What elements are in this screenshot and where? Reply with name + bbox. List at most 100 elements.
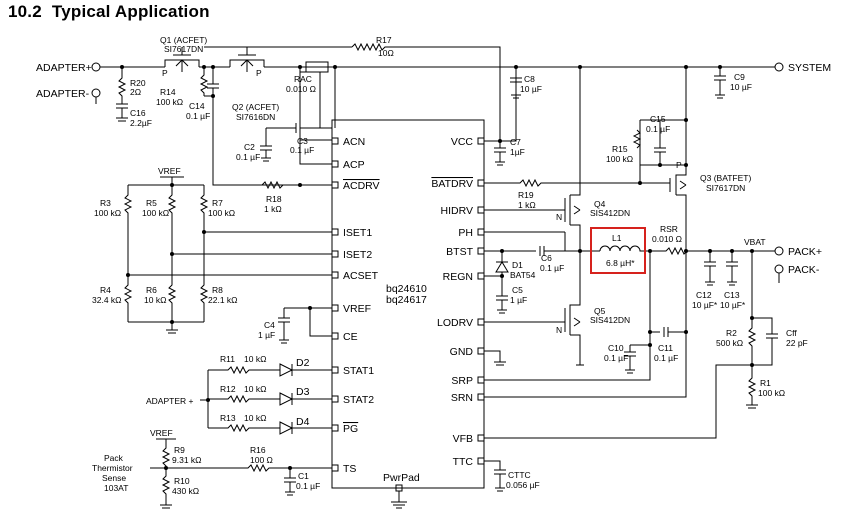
pin-label-ttc: TTC	[453, 456, 474, 468]
pin-label-lodrv: LODRV	[437, 317, 473, 329]
c16-ref: C16	[130, 108, 146, 118]
cttc-ref: CTTC	[508, 470, 531, 480]
r5-value: 100 kΩ	[142, 208, 169, 218]
l1-highlight-box	[590, 227, 646, 274]
c10-value: 0.1 µF	[604, 353, 628, 363]
r8-value: 22.1 kΩ	[208, 295, 238, 305]
pin-square	[477, 179, 485, 187]
cff-value: 22 pF	[786, 338, 808, 348]
pin-label-srn: SRN	[451, 392, 473, 404]
c15-value: 0.1 µF	[646, 124, 670, 134]
pin-label-hidrv: HIDRV	[441, 205, 473, 217]
r2-value: 500 kΩ	[716, 338, 743, 348]
r16-value: 100 Ω	[250, 455, 273, 465]
c1-value: 0.1 µF	[296, 481, 320, 491]
c3-ref: C3	[297, 136, 308, 146]
pin-label-vfb: VFB	[453, 433, 473, 445]
r6-ref: R6	[146, 285, 157, 295]
d4-ref: D4	[296, 416, 310, 428]
pack-neg-terminal[interactable]	[774, 264, 784, 274]
pack-pos-terminal[interactable]	[774, 246, 784, 256]
r6-value: 10 kΩ	[144, 295, 166, 305]
pin-label-stat2: STAT2	[343, 394, 374, 406]
pin-label-vcc: VCC	[451, 136, 474, 148]
ic-part-2: bq24617	[386, 294, 427, 306]
q3-type: P	[676, 160, 682, 170]
r12-ref: R12	[220, 384, 236, 394]
pack-pos-label: PACK+	[788, 246, 822, 258]
pin-square	[331, 271, 339, 279]
l1-ref: L1	[612, 233, 622, 243]
pin-square	[477, 137, 485, 145]
c9-ref: C9	[734, 72, 745, 82]
pin-square	[477, 247, 485, 255]
pin-label-ts: TS	[343, 463, 356, 475]
pin-label-ph: PH	[458, 227, 473, 239]
c10-ref: C10	[608, 343, 624, 353]
c11-ref: C11	[658, 343, 673, 353]
d3-ref: D3	[296, 386, 310, 398]
vbat-label: VBAT	[744, 237, 766, 247]
q2-type: P	[256, 68, 262, 78]
pin-square	[477, 206, 485, 214]
c8-value: 10 µF	[520, 84, 542, 94]
c8-ref: C8	[524, 74, 535, 84]
r18-value: 1 kΩ	[264, 204, 282, 214]
adapter-neg-terminal[interactable]	[91, 88, 101, 98]
q4-type: N	[556, 212, 562, 222]
pin-label-acdrv: ACDRV	[343, 180, 380, 192]
r13-value: 10 kΩ	[244, 413, 266, 423]
system-label: SYSTEM	[788, 62, 831, 74]
pin-square	[331, 137, 339, 145]
r17-ref: R17	[376, 35, 392, 45]
pin-label-regn: REGN	[443, 271, 473, 283]
q3-mosfet: Q3 (BATFET) SI7617DN P	[484, 67, 751, 251]
c5-ref: C5	[512, 285, 523, 295]
q5-part: SIS412DN	[590, 315, 630, 325]
pin-label-acset: ACSET	[343, 270, 379, 282]
pin-square	[331, 304, 339, 312]
adapter-pos-terminal[interactable]	[91, 62, 101, 72]
adapter-pos-label: ADAPTER+	[36, 62, 92, 74]
r16-ref: R16	[250, 445, 266, 455]
cttc-value: 0.056 µF	[506, 480, 540, 490]
r10-ref: R10	[174, 476, 190, 486]
pin-label-acn: ACN	[343, 136, 365, 148]
rac-value: 0.010 Ω	[286, 84, 316, 94]
c14-value: 0.1 µF	[186, 111, 210, 121]
r13-ref: R13	[220, 413, 236, 423]
pin-square	[331, 395, 339, 403]
c13-ref: C13	[724, 290, 740, 300]
thermistor-line-3: Sense	[102, 473, 126, 483]
pin-square	[477, 393, 485, 401]
c12-value: 10 µF*	[692, 300, 718, 310]
pin-square	[331, 332, 339, 340]
pin-label-srp: SRP	[451, 375, 473, 387]
pin-square	[477, 434, 485, 442]
q4-ref: Q4	[594, 199, 606, 209]
thermistor-line-2: Thermistor	[92, 463, 133, 473]
r4-ref: R4	[100, 285, 111, 295]
rsr-value: 0.010 Ω	[652, 234, 682, 244]
ic-pad-label: PwrPad	[383, 472, 420, 484]
rac-ref: RAC	[294, 74, 312, 84]
q1-part: SI7617DN	[164, 44, 203, 54]
q5-ref: Q5	[594, 306, 606, 316]
r9-ref: R9	[174, 445, 185, 455]
pin-square	[331, 228, 339, 236]
system-terminal[interactable]	[774, 62, 784, 72]
q2-mosfet: Q2 (ACFET) SI7616DN P	[229, 47, 279, 122]
r7-ref: R7	[212, 198, 223, 208]
ic-part-1: bq24610	[386, 283, 427, 295]
section-number: 10.2	[8, 2, 42, 21]
pin-label-pg: PG	[343, 423, 358, 435]
pin-square	[331, 181, 339, 189]
rsr-ref: RSR	[660, 224, 678, 234]
d1-part: BAT54	[510, 270, 536, 280]
pin-square	[477, 347, 485, 355]
pin-label-batdrv: BATDRV	[431, 178, 473, 190]
thermistor-line-1: Pack	[104, 453, 124, 463]
r9-value: 9.31 kΩ	[172, 455, 202, 465]
d1-ref: D1	[512, 260, 523, 270]
